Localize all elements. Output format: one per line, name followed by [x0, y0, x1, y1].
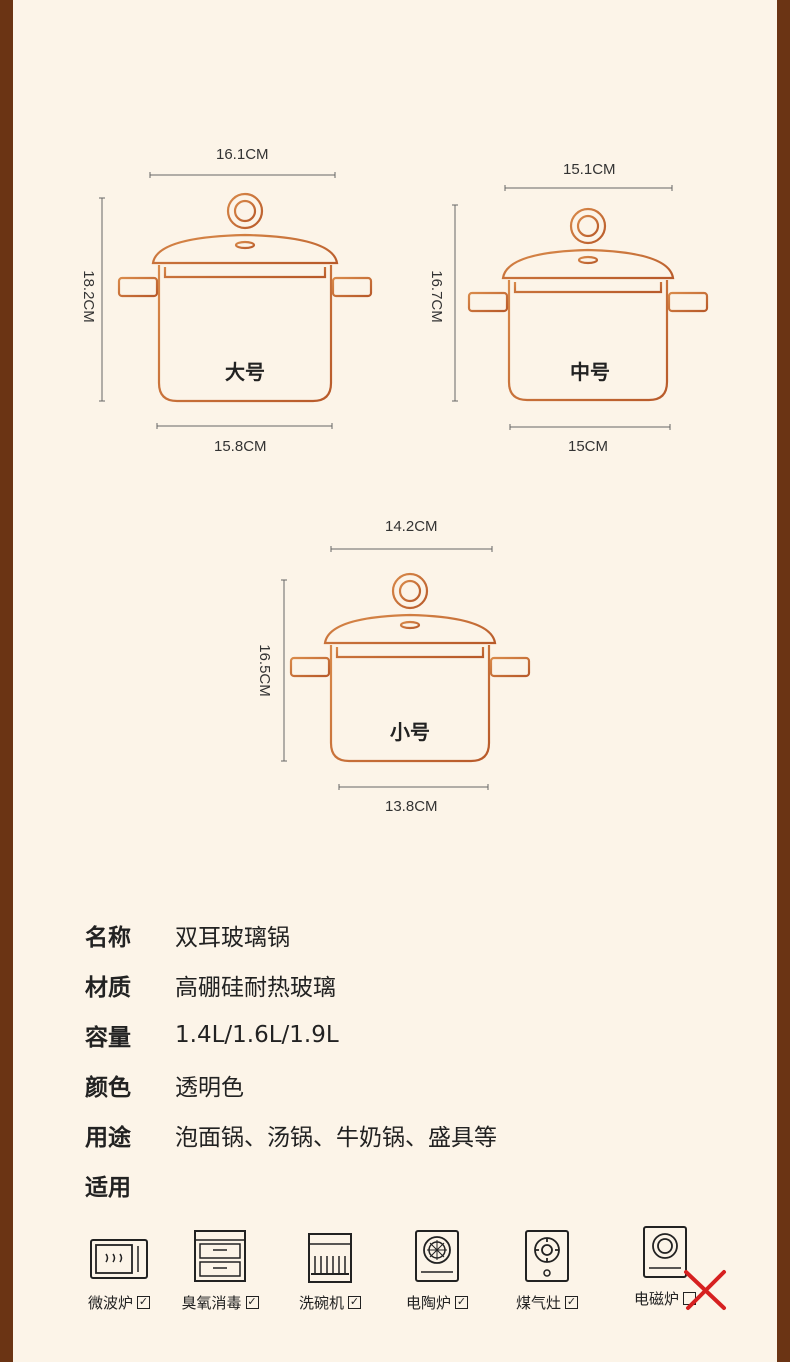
- medium-top-width: 15.1CM: [563, 161, 616, 178]
- large-pot-lid-knob-hole: [233, 199, 257, 223]
- check-icon: ✓: [245, 1295, 259, 1309]
- spec-list: 名称 双耳玻璃锅 材质 高硼硅耐热玻璃 容量 1.4L/1.6L/1.9L 颜色…: [85, 910, 497, 1210]
- large-pot-lid-knob: [226, 192, 264, 230]
- cross-icon: [682, 1268, 728, 1312]
- small-pot-lid-knob: [391, 572, 429, 610]
- large-pot-body: [157, 265, 333, 403]
- medium-pot-lid-vent: [577, 255, 599, 265]
- medium-height: 16.7CM: [427, 270, 445, 323]
- check-icon: ✓: [565, 1295, 578, 1309]
- spec-value: 透明色: [175, 1075, 244, 1101]
- small-pot-rim: [335, 647, 485, 659]
- spec-key: 名称: [85, 925, 131, 951]
- spec-value: 1.4L/1.6L/1.9L: [175, 1022, 339, 1048]
- medium-pot-lid-knob: [569, 207, 607, 245]
- medium-pot-lid-knob-hole: [576, 214, 600, 238]
- appliance-list: 微波炉 ✓ 臭氧消毒 ✓: [70, 1226, 750, 1338]
- small-pot-body: [329, 645, 491, 763]
- small-top-width: 14.2CM: [385, 518, 438, 535]
- spec-value: 高硼硅耐热玻璃: [175, 975, 336, 1001]
- small-size-label: 小号: [390, 720, 430, 744]
- medium-pot-left-handle: [467, 291, 509, 313]
- small-pot-right-handle: [489, 656, 531, 678]
- large-pot-lid-vent: [234, 240, 256, 250]
- pot-drawings: [99, 172, 709, 790]
- small-bottom-width: 13.8CM: [385, 798, 438, 815]
- medium-pot-rim: [513, 282, 663, 294]
- dishwasher-icon: [299, 1228, 361, 1284]
- spec-key: 用途: [85, 1125, 131, 1151]
- spec-row-material: 材质 高硼硅耐热玻璃: [85, 960, 497, 1010]
- spec-row-applicable: 适用: [85, 1160, 497, 1210]
- medium-bottom-width: 15CM: [568, 438, 609, 455]
- large-pot-right-handle: [331, 276, 373, 298]
- spec-key: 适用: [85, 1175, 131, 1201]
- appliance-label: 洗碗机: [298, 1294, 344, 1312]
- spec-value: 泡面锅、汤锅、牛奶锅、盛具等: [175, 1125, 497, 1151]
- large-height: 18.2CM: [79, 270, 97, 323]
- large-pot-lid: [151, 233, 339, 265]
- induction-cooker-icon: [634, 1224, 696, 1280]
- spec-key: 容量: [85, 1025, 131, 1051]
- page: [13, 0, 777, 1362]
- spec-key: 材质: [85, 975, 131, 1001]
- check-icon: ✓: [348, 1295, 361, 1309]
- check-icon: ✓: [137, 1295, 150, 1309]
- small-pot-lid: [323, 613, 497, 645]
- gas-stove-icon: [516, 1228, 578, 1284]
- spec-row-name: 名称 双耳玻璃锅: [85, 910, 497, 960]
- medium-pot-lid: [501, 248, 675, 280]
- small-height: 16.5CM: [255, 644, 273, 697]
- appliance-sterilizer: 臭氧消毒 ✓: [165, 1228, 275, 1313]
- large-top-width: 16.1CM: [216, 146, 269, 163]
- microwave-icon: [88, 1228, 150, 1284]
- spec-value: 双耳玻璃锅: [175, 925, 290, 951]
- ceramic-stove-icon: [406, 1228, 468, 1284]
- medium-pot-body: [507, 280, 669, 402]
- spec-row-capacity: 容量 1.4L/1.6L/1.9L: [85, 1010, 497, 1060]
- appliance-label: 臭氧消毒: [181, 1294, 242, 1312]
- small-pot-lid-knob-hole: [398, 579, 422, 603]
- appliance-gas-stove: 煤气灶 ✓: [492, 1228, 602, 1313]
- spec-row-color: 颜色 透明色: [85, 1060, 497, 1110]
- spec-row-usage: 用途 泡面锅、汤锅、牛奶锅、盛具等: [85, 1110, 497, 1160]
- appliance-microwave: 微波炉 ✓: [64, 1228, 174, 1313]
- medium-size-label: 中号: [570, 360, 610, 384]
- small-pot-lid-vent: [399, 620, 421, 630]
- appliance-label: 微波炉: [87, 1294, 133, 1312]
- appliance-ceramic-stove: 电陶炉 ✓: [382, 1228, 492, 1313]
- medium-pot-right-handle: [667, 291, 709, 313]
- pot-diagrams: 16.1CM 18.2CM 15.8CM 大号 15.1CM 16.7CM 15…: [79, 146, 709, 815]
- appliance-label: 煤气灶: [515, 1294, 561, 1312]
- appliance-dishwasher: 洗碗机 ✓: [275, 1228, 385, 1313]
- spec-key: 颜色: [85, 1075, 131, 1101]
- check-icon: ✓: [455, 1295, 468, 1309]
- large-size-label: 大号: [225, 360, 265, 384]
- large-pot-left-handle: [117, 276, 159, 298]
- small-pot-left-handle: [289, 656, 331, 678]
- appliance-label: 电陶炉: [405, 1294, 451, 1312]
- large-pot-rim: [163, 267, 327, 279]
- large-bottom-width: 15.8CM: [214, 438, 267, 455]
- sterilizer-icon: [189, 1228, 251, 1284]
- appliance-label: 电磁炉: [633, 1290, 679, 1308]
